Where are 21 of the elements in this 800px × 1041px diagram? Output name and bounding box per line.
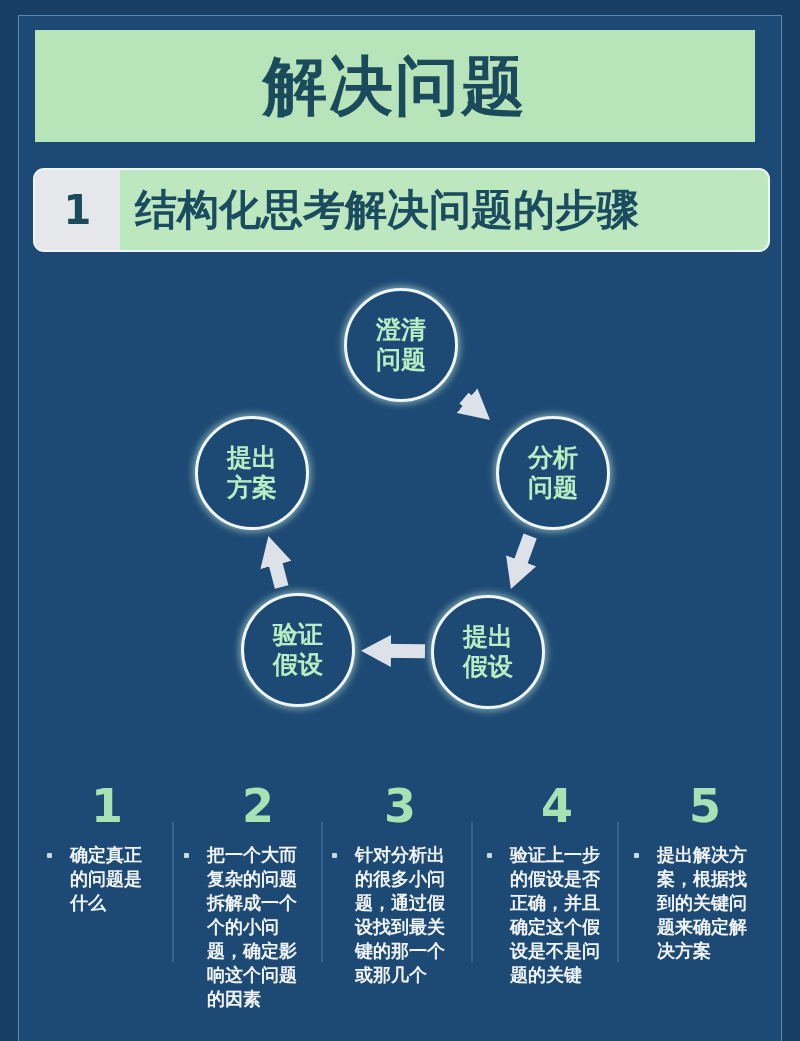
node-label: 澄清问题 [376,315,426,375]
node-label: 验证假设 [273,620,323,680]
step-description: 把一个大而复杂的问题拆解成一个个的小问题，确定影响这个问题的因素 [207,843,298,1011]
step-description: 提出解决方案，根据找到的关键问题来确定解决方案 [657,843,748,963]
step-number: 1 [35,170,120,250]
step-number: 3 [384,783,416,829]
step-description: 确定真正的问题是什么 [70,843,143,915]
node-label: 提出假设 [463,622,513,682]
title-banner: 解决问题 [35,30,755,142]
arrow [360,635,426,667]
arrow [260,534,292,589]
node-label: 分析问题 [528,443,578,503]
step-number: 5 [689,783,721,829]
node-label: 提出方案 [227,443,277,503]
section-heading: 结构化思考解决问题的步骤 [135,184,639,236]
step-description: 验证上一步的假设是否正确，并且确定这个假设是不是问题的关键 [510,843,601,987]
section-bar [33,168,770,252]
step-number: 4 [541,783,573,829]
step-description: 针对分析出的很多小问题，通过假设找到最关键的那一个或那几个 [355,843,446,987]
step-number: 2 [242,783,274,829]
step-number: 1 [91,783,123,829]
